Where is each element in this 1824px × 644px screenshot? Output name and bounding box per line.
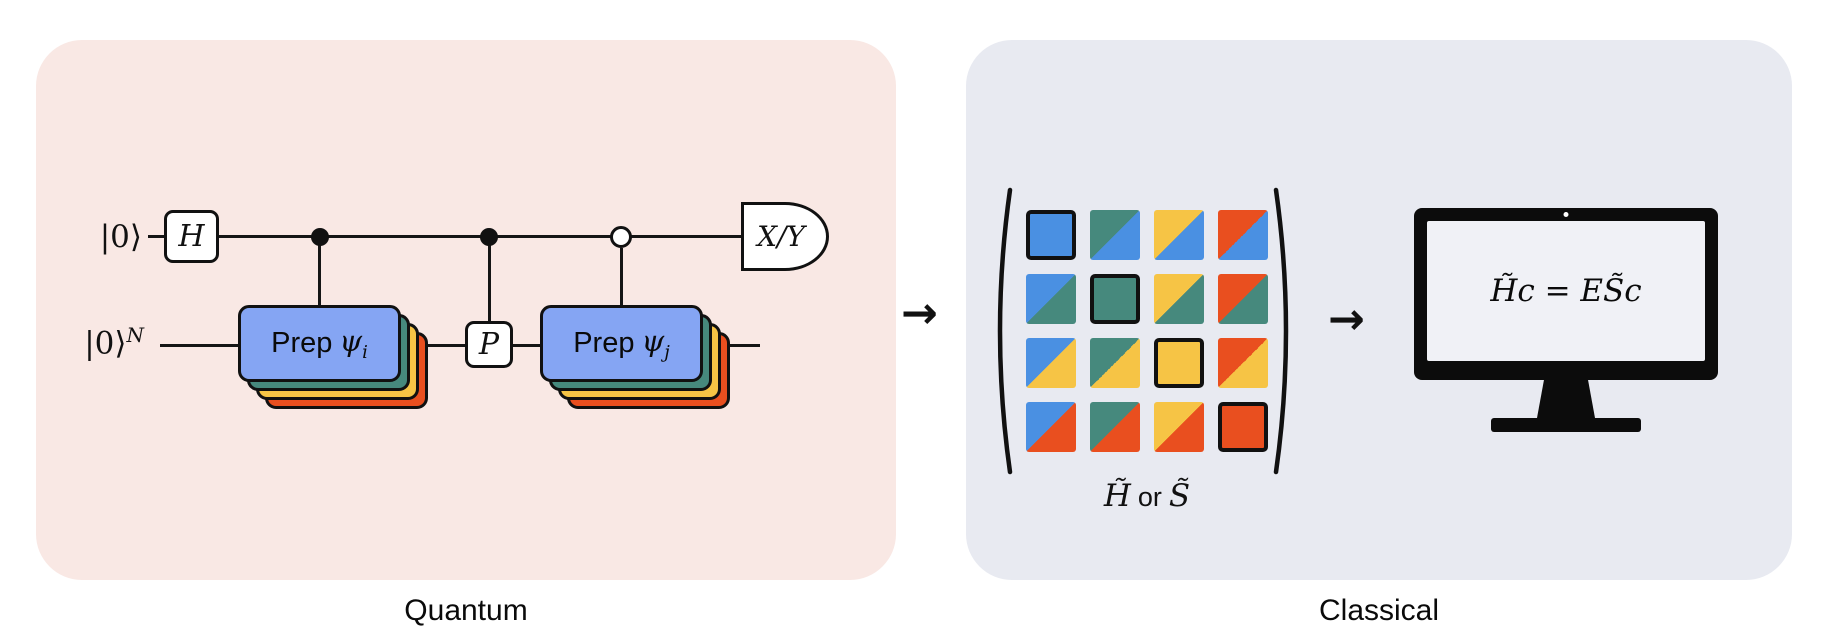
ancilla-wire xyxy=(148,235,741,238)
s-tilde-symbol: S̃ xyxy=(1168,478,1191,514)
register-ket-label: |0⟩N xyxy=(76,323,144,361)
matrix-diagonal-cell-red xyxy=(1218,402,1268,452)
matrix-cell-teal-yellow xyxy=(1090,338,1140,388)
prep-psi-j-gate: Prep ψj xyxy=(540,305,703,382)
register-exponent: N xyxy=(126,323,145,347)
matrix-cell-red-yellow xyxy=(1218,338,1268,388)
open-control-dot-prep-j xyxy=(610,226,632,248)
matrix-cell-red-teal xyxy=(1218,274,1268,324)
classical-caption: Classical xyxy=(1318,594,1440,627)
matrix-right-paren xyxy=(1273,187,1289,475)
eigenvalue-equation: H̃c = ES̃c xyxy=(1490,273,1642,309)
register-wire xyxy=(160,344,760,347)
prep-psi-i-gate: Prep ψi xyxy=(238,305,401,382)
matrix-cell-yellow-blue xyxy=(1154,210,1204,260)
matrix-cell-red-blue xyxy=(1218,210,1268,260)
monitor-stand-base xyxy=(1491,418,1641,432)
h-tilde-symbol: H̃ xyxy=(1103,478,1131,514)
matrix-diagonal-cell-blue xyxy=(1026,210,1076,260)
overlap-matrix xyxy=(1026,210,1268,452)
matrix-cell-teal-blue xyxy=(1090,210,1140,260)
control-line-prep-i xyxy=(318,237,321,307)
matrix-cell-teal-red xyxy=(1090,402,1140,452)
matrix-left-paren xyxy=(997,187,1013,475)
or-word: or xyxy=(1137,482,1162,512)
quantum-caption: Quantum xyxy=(404,594,528,627)
monitor-frame: H̃c = ES̃c xyxy=(1414,208,1718,380)
matrix-cell-yellow-red xyxy=(1154,402,1204,452)
matrix-cell-blue-red xyxy=(1026,402,1076,452)
quantum-panel: |0⟩ |0⟩N H Prep ψi P Prep ψj X/Y xyxy=(36,40,896,580)
monitor-stand-neck xyxy=(1537,380,1595,418)
control-line-phase xyxy=(488,237,491,323)
prep-word: Prep xyxy=(573,327,635,359)
computer-monitor-icon: H̃c = ES̃c xyxy=(1414,208,1718,432)
monitor-screen: H̃c = ES̃c xyxy=(1427,221,1705,361)
psi-i-symbol: ψi xyxy=(339,324,368,363)
control-line-prep-j xyxy=(620,248,623,307)
matrix-cell-yellow-teal xyxy=(1154,274,1204,324)
phase-gate: P xyxy=(465,321,513,368)
filled-control-dot-phase xyxy=(480,228,498,246)
filled-control-dot-prep-i xyxy=(311,228,329,246)
measurement-gate-xy: X/Y xyxy=(741,202,829,271)
prep-psi-j-stack: Prep ψj xyxy=(540,305,732,411)
prep-psi-i-stack: Prep ψi xyxy=(238,305,430,411)
monitor-camera-dot xyxy=(1563,212,1569,217)
register-ket-text: |0⟩ xyxy=(84,325,127,362)
matrix-cell-blue-yellow xyxy=(1026,338,1076,388)
arrow-quantum-to-classical-icon: → xyxy=(901,288,938,339)
arrow-matrix-to-solver-icon: → xyxy=(1328,294,1365,345)
hadamard-gate: H xyxy=(164,210,219,263)
matrix-diagonal-cell-yellow xyxy=(1154,338,1204,388)
matrix-diagonal-cell-teal xyxy=(1090,274,1140,324)
prep-word: Prep xyxy=(271,327,333,359)
ancilla-ket-label: |0⟩ xyxy=(99,219,142,255)
matrix-cell-blue-teal xyxy=(1026,274,1076,324)
psi-j-symbol: ψj xyxy=(641,324,670,363)
